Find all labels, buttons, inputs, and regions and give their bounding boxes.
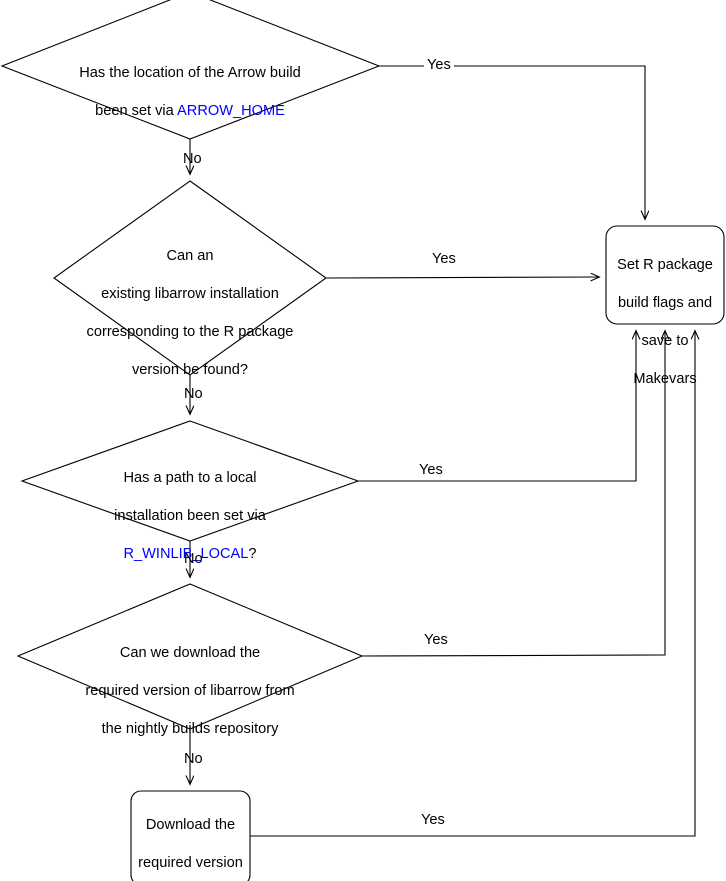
decision-shape-winlib-local: [20, 420, 360, 542]
edge-existing-libarrow-yes: [325, 277, 599, 278]
edge-label-nightly-no: No: [184, 751, 203, 767]
edge-label-arrow-home-no: No: [183, 151, 202, 167]
edge-label-arrow-home-yes: Yes: [424, 57, 454, 74]
edge-rwinlib-yes: [250, 331, 695, 837]
edge-winlib-local-yes: [358, 331, 636, 482]
edge-arrow-home-yes: [379, 65, 645, 219]
edge-nightly-yes: [361, 331, 665, 657]
decision-shape-existing-libarrow: [53, 180, 327, 376]
edge-label-winlib-local-yes: Yes: [419, 462, 443, 478]
edge-label-winlib-local-no: No: [184, 551, 203, 567]
process-shape-set-build-flags: [605, 225, 725, 325]
edge-label-existing-libarrow-no: No: [184, 386, 203, 402]
edge-label-existing-libarrow-yes: Yes: [432, 251, 456, 267]
decision-shape-nightly-download: [16, 583, 364, 730]
decision-shape-arrow-home: [0, 0, 381, 140]
edge-label-rwinlib-yes: Yes: [421, 812, 445, 828]
process-shape-download-rwinlib: [130, 790, 251, 881]
edge-label-nightly-yes: Yes: [424, 632, 448, 648]
